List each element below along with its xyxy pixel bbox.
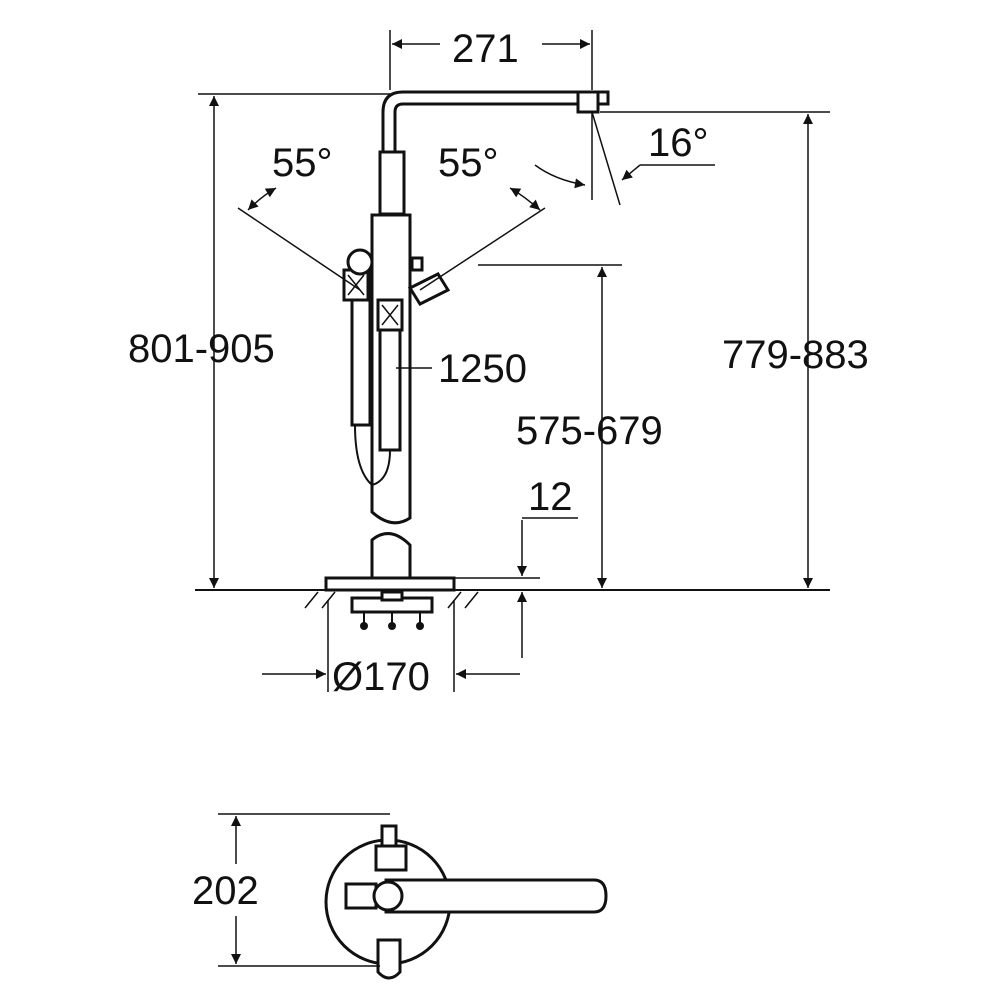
top-holder [374, 844, 408, 872]
side-stub [410, 256, 424, 272]
dim-total-height [198, 93, 390, 588]
top-view: 202 [192, 813, 608, 980]
top-spout [384, 878, 608, 914]
label-base-thickness: 12 [528, 475, 573, 519]
column-head [378, 150, 406, 216]
top-side-lever [344, 882, 378, 910]
label-holder-height: 575-679 [516, 409, 663, 453]
spout-angle-lines [534, 111, 715, 206]
swivel-angle-lines [237, 187, 546, 291]
top-spout-pivot [372, 880, 404, 912]
label-hose-length: 1250 [438, 347, 527, 391]
hand-shower [342, 248, 404, 486]
label-spout-angle: 16° [648, 121, 709, 165]
dim-base-diameter [262, 600, 520, 692]
label-swivel-right: 55° [438, 141, 499, 185]
dim-spout-reach [389, 30, 593, 90]
label-depth: 202 [192, 869, 259, 913]
label-spout-reach: 271 [452, 27, 519, 71]
base-plate [324, 576, 456, 592]
dim-holder-height [478, 264, 622, 588]
label-spout-height: 779-883 [722, 333, 869, 377]
top-hand-shower [376, 938, 402, 980]
dim-base-thickness [455, 517, 578, 658]
label-total-height: 801-905 [128, 327, 275, 371]
dim-spout-height [600, 111, 830, 588]
spout [381, 90, 610, 154]
lever-right [407, 272, 451, 306]
side-view: 271 55° 55° 16° 801-905 779-883 1250 575… [128, 27, 869, 699]
label-swivel-left: 55° [272, 141, 333, 185]
mounting-bracket [350, 590, 434, 630]
dim-depth [218, 813, 390, 967]
label-base-diameter: Ø170 [332, 655, 430, 699]
